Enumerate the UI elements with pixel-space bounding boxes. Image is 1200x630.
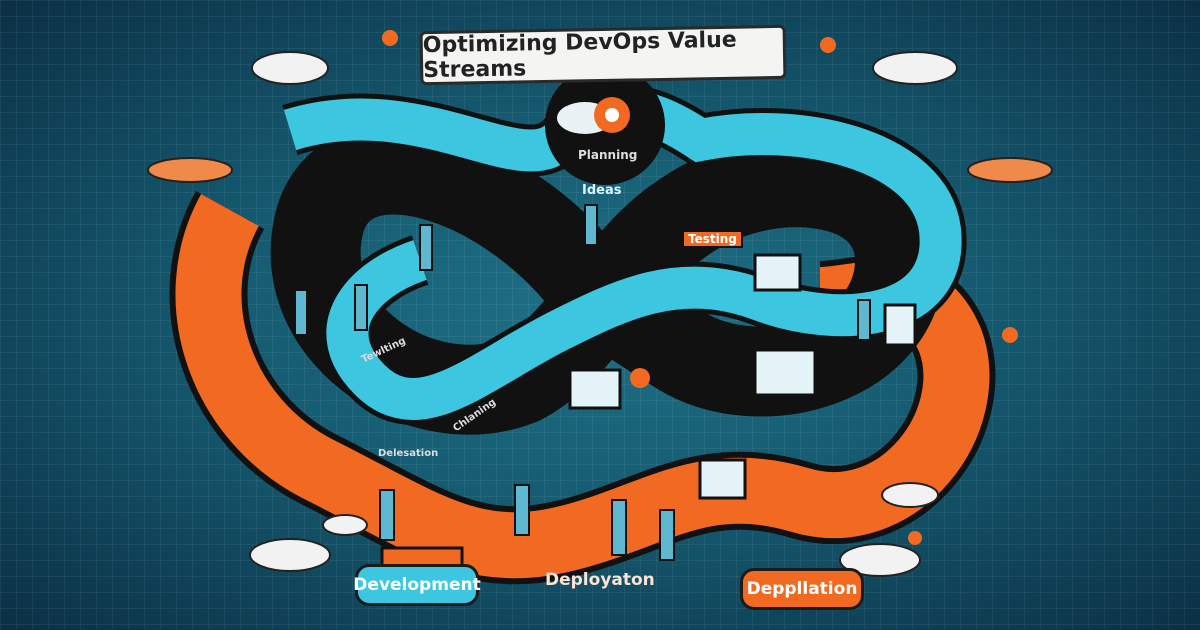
label-ideas: Ideas <box>582 183 622 198</box>
orange-road-fill <box>175 193 990 579</box>
label-deployaton: Deployaton <box>545 570 655 590</box>
label-deppllation: Deppllation <box>740 568 864 610</box>
monitor-icons <box>568 253 917 500</box>
gear-center <box>605 108 619 122</box>
people <box>294 204 871 561</box>
star-icons <box>238 30 1018 545</box>
title-banner: Optimizing DevOps Value Streams <box>419 24 787 86</box>
clouds <box>147 51 1053 577</box>
label-development: Development <box>353 564 481 606</box>
label-delesation: Delesation <box>378 448 439 459</box>
label-planning: Planning <box>578 148 638 162</box>
label-testing: Testing <box>682 230 743 248</box>
